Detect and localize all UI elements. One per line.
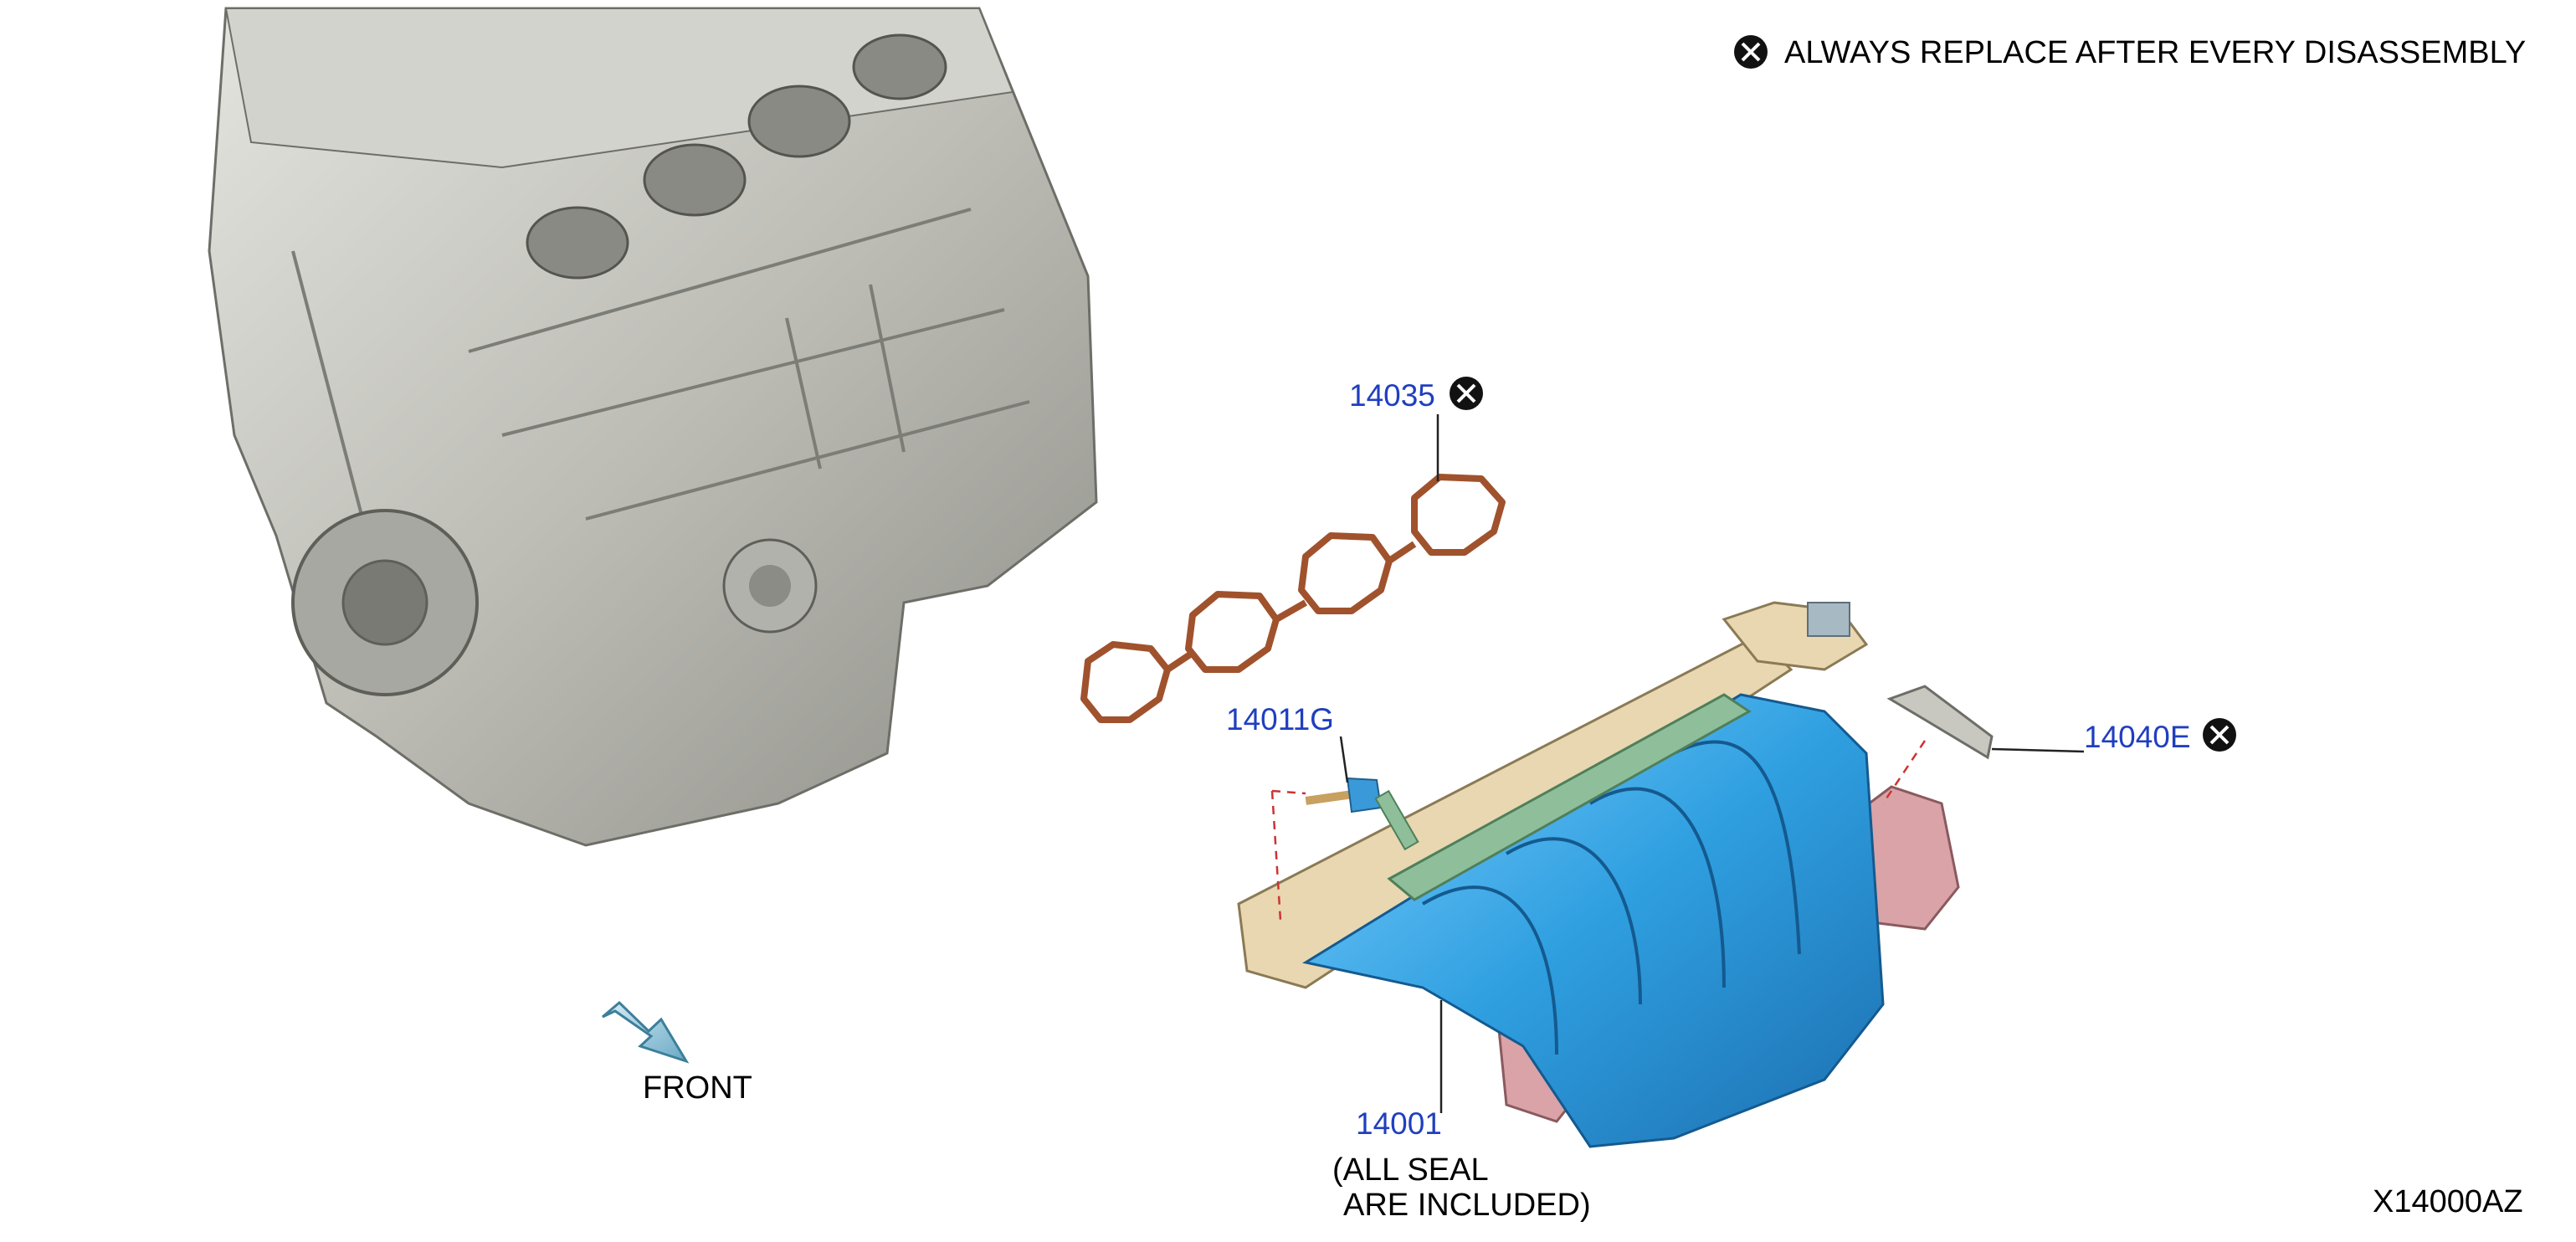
intake-manifold-gasket-illustration	[1080, 474, 1506, 723]
callout-14001[interactable]: 14001	[1356, 1106, 1442, 1141]
callout-14011g[interactable]: 14011G	[1226, 702, 1334, 736]
replace-mark-icon	[1734, 35, 1768, 69]
throttle-gasket-14040e-illustration	[1886, 685, 1994, 760]
leader-lines	[1339, 414, 2085, 1113]
manifold-note-line2: ARE INCLUDED)	[1343, 1188, 1591, 1223]
front-label: FRONT	[643, 1070, 752, 1106]
intake-manifold-illustration	[1237, 601, 1960, 1148]
replace-mark-icon	[2203, 718, 2236, 752]
bolt-14011g-illustration	[1305, 777, 1383, 813]
front-direction-arrow-icon	[602, 1000, 690, 1064]
callout-14035[interactable]: 14035	[1349, 378, 1435, 413]
legend-text: ALWAYS REPLACE AFTER EVERY DISASSEMBLY	[1784, 35, 2526, 70]
replace-mark-icon	[1450, 377, 1483, 410]
callout-14040e[interactable]: 14040E	[2084, 720, 2191, 754]
manifold-note-line1: (ALL SEAL	[1332, 1152, 1489, 1188]
assembly-dashed-lines	[1270, 740, 1927, 921]
diagram-code: X14000AZ	[2373, 1184, 2523, 1219]
engine-block-illustration	[208, 7, 1098, 847]
